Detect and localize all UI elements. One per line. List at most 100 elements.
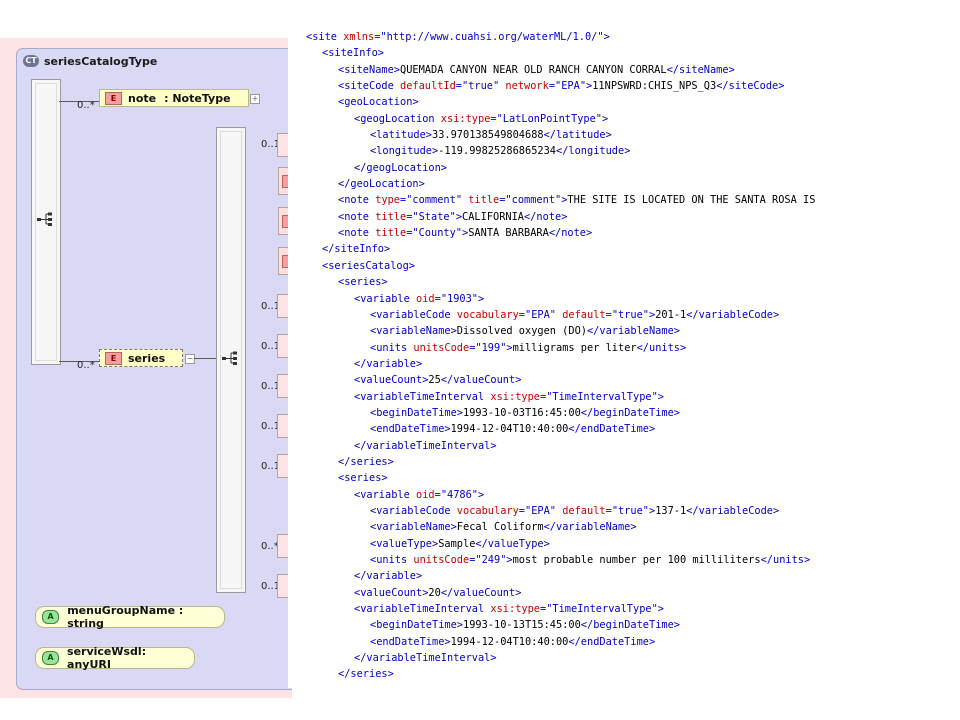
child-cardinality: 0..1 bbox=[261, 341, 281, 352]
xml-line[interactable]: <variableCode vocabulary="EPA" default="… bbox=[306, 307, 815, 323]
xml-line[interactable]: </series> bbox=[306, 454, 815, 470]
xml-line[interactable]: <site xmlns="http://www.cuahsi.org/water… bbox=[306, 29, 815, 45]
xml-tag: = bbox=[605, 308, 612, 321]
xml-line[interactable]: <variableTimeInterval xsi:type="TimeInte… bbox=[306, 601, 815, 617]
xml-tag: </units> bbox=[636, 341, 687, 354]
xml-line[interactable]: <beginDateTime>1993-10-03T16:45:00</begi… bbox=[306, 405, 815, 421]
xml-tag: = bbox=[434, 292, 441, 305]
complex-type-title: seriesCatalogType bbox=[44, 54, 158, 68]
xml-tag: <longitude> bbox=[370, 145, 439, 158]
xml-line[interactable]: <note title="County">SANTA BARBARA</note… bbox=[306, 225, 815, 241]
xml-line[interactable]: <endDateTime>1994-12-04T10:40:00</endDat… bbox=[306, 634, 815, 650]
xml-tag: </siteCode> bbox=[716, 80, 785, 93]
xml-line[interactable]: </variableTimeInterval> bbox=[306, 650, 815, 666]
xml-line[interactable]: <seriesCatalog> bbox=[306, 258, 815, 274]
xml-tag: <variableCode bbox=[370, 308, 457, 321]
xml-line[interactable]: <variableName>Fecal Coliform</variableNa… bbox=[306, 519, 815, 535]
xml-line[interactable]: </geoLocation> bbox=[306, 176, 815, 192]
xml-document-panel: <site xmlns="http://www.cuahsi.org/water… bbox=[288, 24, 936, 688]
xml-attribute-name: title bbox=[375, 227, 407, 240]
collapse-series-button[interactable]: − bbox=[185, 354, 195, 364]
child-cardinality: 0..* bbox=[261, 541, 279, 552]
note-element-name: note bbox=[128, 91, 157, 105]
xml-attribute-value: "EPA" bbox=[525, 308, 556, 321]
xml-tag: > bbox=[657, 603, 664, 616]
xml-line[interactable]: <geoLocation> bbox=[306, 94, 815, 110]
xml-line[interactable]: </variable> bbox=[306, 356, 815, 372]
xml-tag: <seriesCatalog> bbox=[322, 259, 415, 272]
series-element[interactable]: E series bbox=[99, 349, 183, 367]
xml-line[interactable]: <series> bbox=[306, 274, 815, 290]
xml-tag: <variable bbox=[354, 292, 416, 305]
xml-attribute-value: "249" bbox=[475, 554, 507, 566]
xml-line[interactable]: <valueCount>20</valueCount> bbox=[306, 585, 815, 601]
attribute-icon: A bbox=[42, 651, 60, 665]
xml-line[interactable]: </variableTimeInterval> bbox=[306, 438, 815, 454]
note-cardinality: 0..* bbox=[77, 100, 95, 111]
element-icon: E bbox=[105, 351, 122, 365]
note-element[interactable]: E note : NoteType bbox=[99, 89, 249, 107]
xml-line[interactable]: <latitude>33.970138549804688</latitude> bbox=[306, 127, 815, 143]
schema-diagram-panel: CT seriesCatalogType 0..* E note : NoteT… bbox=[0, 38, 292, 698]
xml-line[interactable]: <series> bbox=[306, 470, 815, 486]
xml-tag: = bbox=[490, 112, 497, 125]
xml-tag: </valueType> bbox=[475, 537, 550, 550]
attribute-name: serviceWsdl: anyURI bbox=[67, 645, 147, 671]
attribute-menugroupname[interactable]: A menuGroupName : string bbox=[35, 604, 225, 630]
xml-tag: </series> bbox=[338, 668, 394, 681]
xml-tag: <geogLocation bbox=[354, 112, 441, 125]
xml-line[interactable]: <siteCode defaultId="true" network="EPA"… bbox=[306, 78, 815, 94]
connector-line bbox=[59, 101, 99, 102]
xml-line[interactable]: <siteInfo> bbox=[306, 45, 815, 61]
xml-tag: <variable bbox=[354, 488, 416, 501]
xml-tag: <site bbox=[306, 31, 344, 43]
attribute-servicewsdl[interactable]: A serviceWsdl: anyURI bbox=[35, 645, 195, 671]
xml-text-content: Fecal Coliform bbox=[456, 521, 544, 534]
xml-tag: = bbox=[518, 308, 525, 321]
complex-type-header[interactable]: CT seriesCatalogType bbox=[23, 53, 157, 69]
expand-note-button[interactable]: + bbox=[250, 94, 260, 104]
xml-tag: <valueCount> bbox=[354, 374, 429, 387]
xml-line[interactable]: <siteName>QUEMADA CANYON NEAR OLD RANCH … bbox=[306, 62, 815, 78]
xml-line[interactable]: </siteInfo> bbox=[306, 241, 815, 257]
xml-line[interactable]: <variableName>Dissolved oxygen (DO)</var… bbox=[306, 323, 815, 339]
xml-tag: <variableName> bbox=[370, 521, 457, 534]
xml-line[interactable]: <variableCode vocabulary="EPA" default="… bbox=[306, 503, 815, 519]
xml-line[interactable]: </series> bbox=[306, 666, 815, 682]
xml-attribute-value: "TimeIntervalType" bbox=[546, 603, 658, 616]
xml-tag: <geoLocation> bbox=[338, 96, 419, 109]
xml-line[interactable]: <longitude>-119.99825286865234</longitud… bbox=[306, 143, 815, 159]
xml-line[interactable]: <variableTimeInterval xsi:type="TimeInte… bbox=[306, 389, 815, 405]
xml-line[interactable]: </variable> bbox=[306, 568, 815, 584]
sequence-compositor[interactable] bbox=[31, 79, 61, 365]
xml-tag: </geoLocation> bbox=[338, 178, 425, 191]
xml-tag: <beginDateTime> bbox=[370, 406, 463, 419]
xml-attribute-name: xsi:type bbox=[490, 603, 540, 616]
xml-attribute-value: "true" bbox=[462, 80, 500, 93]
xml-attribute-name: network bbox=[505, 80, 549, 93]
xml-line[interactable]: </geogLocation> bbox=[306, 160, 815, 176]
xml-line[interactable]: <note title="State">CALIFORNIA</note> bbox=[306, 209, 815, 225]
xml-line[interactable]: <variable oid="1903"> bbox=[306, 291, 815, 307]
xml-line[interactable]: <endDateTime>1994-12-04T10:40:00</endDat… bbox=[306, 421, 815, 437]
xml-line[interactable]: <geogLocation xsi:type="LatLonPointType"… bbox=[306, 111, 815, 127]
xml-line[interactable]: <variable oid="4786"> bbox=[306, 487, 815, 503]
xml-line[interactable]: <units unitsCode="199">milligrams per li… bbox=[306, 340, 815, 356]
xml-line[interactable]: <valueType>Sample</valueType> bbox=[306, 536, 815, 552]
note-element-type: : NoteType bbox=[164, 91, 231, 105]
xml-line[interactable]: <valueCount>25</valueCount> bbox=[306, 372, 815, 388]
xml-text-content: -119.99825286865234 bbox=[438, 145, 556, 158]
xml-line[interactable]: <note type="comment" title="comment">THE… bbox=[306, 192, 815, 208]
connector-line bbox=[59, 361, 99, 362]
xml-tag: </note> bbox=[548, 227, 593, 240]
xml-tag: </units> bbox=[760, 554, 811, 566]
attribute-name: menuGroupName : string bbox=[67, 604, 184, 630]
xml-tag: > bbox=[586, 80, 593, 93]
child-cardinality: 0..1 bbox=[261, 461, 281, 472]
xml-attribute-name: xsi:type bbox=[490, 390, 540, 403]
xml-text-content: 1993-10-03T16:45:00 bbox=[463, 406, 581, 419]
sequence-icon bbox=[222, 351, 237, 365]
xml-tag: <variableName> bbox=[370, 325, 457, 338]
xml-line[interactable]: <beginDateTime>1993-10-13T15:45:00</begi… bbox=[306, 617, 815, 633]
xml-line[interactable]: <units unitsCode="249">most probable num… bbox=[306, 552, 815, 568]
